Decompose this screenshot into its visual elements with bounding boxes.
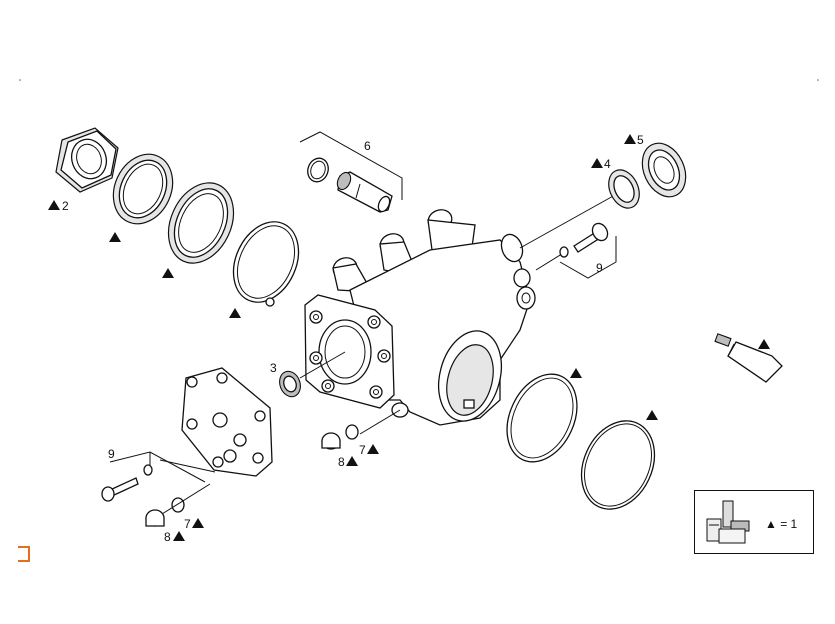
leader-line <box>299 351 346 379</box>
triangle-marker-icon <box>591 158 603 168</box>
triangle-marker-icon <box>367 444 379 454</box>
triangle-marker-icon <box>229 308 241 318</box>
seal-part-4 <box>608 169 640 209</box>
small-o-ring-part <box>307 157 329 183</box>
shaft-seal-part <box>279 370 301 398</box>
bolt-part-9-upper <box>573 222 609 253</box>
label-2: 2 <box>62 199 69 213</box>
plug-part-8-lower <box>145 509 165 527</box>
triangle-marker-icon <box>646 410 658 420</box>
label-7: 7 <box>359 443 366 457</box>
seal-ring-part <box>112 153 174 225</box>
triangle-marker-icon <box>48 200 60 210</box>
label-6: 6 <box>364 139 371 153</box>
leader-line <box>159 459 216 473</box>
corner-dot <box>19 79 21 81</box>
legend-text: ▲ = 1 <box>765 517 798 531</box>
triangle-marker-icon <box>570 368 582 378</box>
o-ring-part <box>232 221 300 307</box>
corner-bracket-mark <box>18 546 30 562</box>
label-5: 5 <box>637 133 644 147</box>
triangle-marker-icon <box>624 134 636 144</box>
hex-nut-part <box>55 127 119 193</box>
seal-part-5 <box>641 142 687 198</box>
leader-line <box>359 409 401 435</box>
valve-cartridge-part <box>336 171 393 213</box>
corner-dot <box>817 79 819 81</box>
triangle-marker-icon <box>346 456 358 466</box>
triangle-marker-icon <box>173 531 185 541</box>
triangle-marker-icon <box>192 518 204 528</box>
label-9: 9 <box>596 261 603 275</box>
washer-part <box>559 246 569 258</box>
leader-line <box>161 483 211 515</box>
gear-housing-part <box>304 209 536 426</box>
triangle-marker-icon <box>109 232 121 242</box>
end-cover-part <box>181 367 273 477</box>
washer-part <box>143 464 153 476</box>
plug-part-8-upper <box>321 432 341 450</box>
group-bracket-9 <box>559 236 617 279</box>
grease-tube-part <box>714 333 783 383</box>
label-9-lower: 9 <box>108 447 115 461</box>
o-ring-part-right <box>506 373 578 463</box>
cover-gasket-part <box>580 420 656 510</box>
label-4: 4 <box>604 157 611 171</box>
o-ring-part-7-lower <box>171 497 185 513</box>
triangle-marker-icon <box>162 268 174 278</box>
triangle-marker-icon <box>758 339 770 349</box>
o-ring-part-7 <box>345 424 359 440</box>
label-7-lower: 7 <box>184 517 191 531</box>
bearing-ring-part <box>167 182 235 264</box>
label-8-lower: 8 <box>164 530 171 544</box>
label-8: 8 <box>338 455 345 469</box>
bolt-part-9-lower <box>101 477 139 502</box>
leader-line <box>519 194 616 249</box>
kit-legend-box: ▲ = 1 <box>694 490 814 554</box>
repair-kit-icon <box>706 500 750 544</box>
group-bracket-6 <box>299 131 403 200</box>
label-3: 3 <box>270 361 277 375</box>
